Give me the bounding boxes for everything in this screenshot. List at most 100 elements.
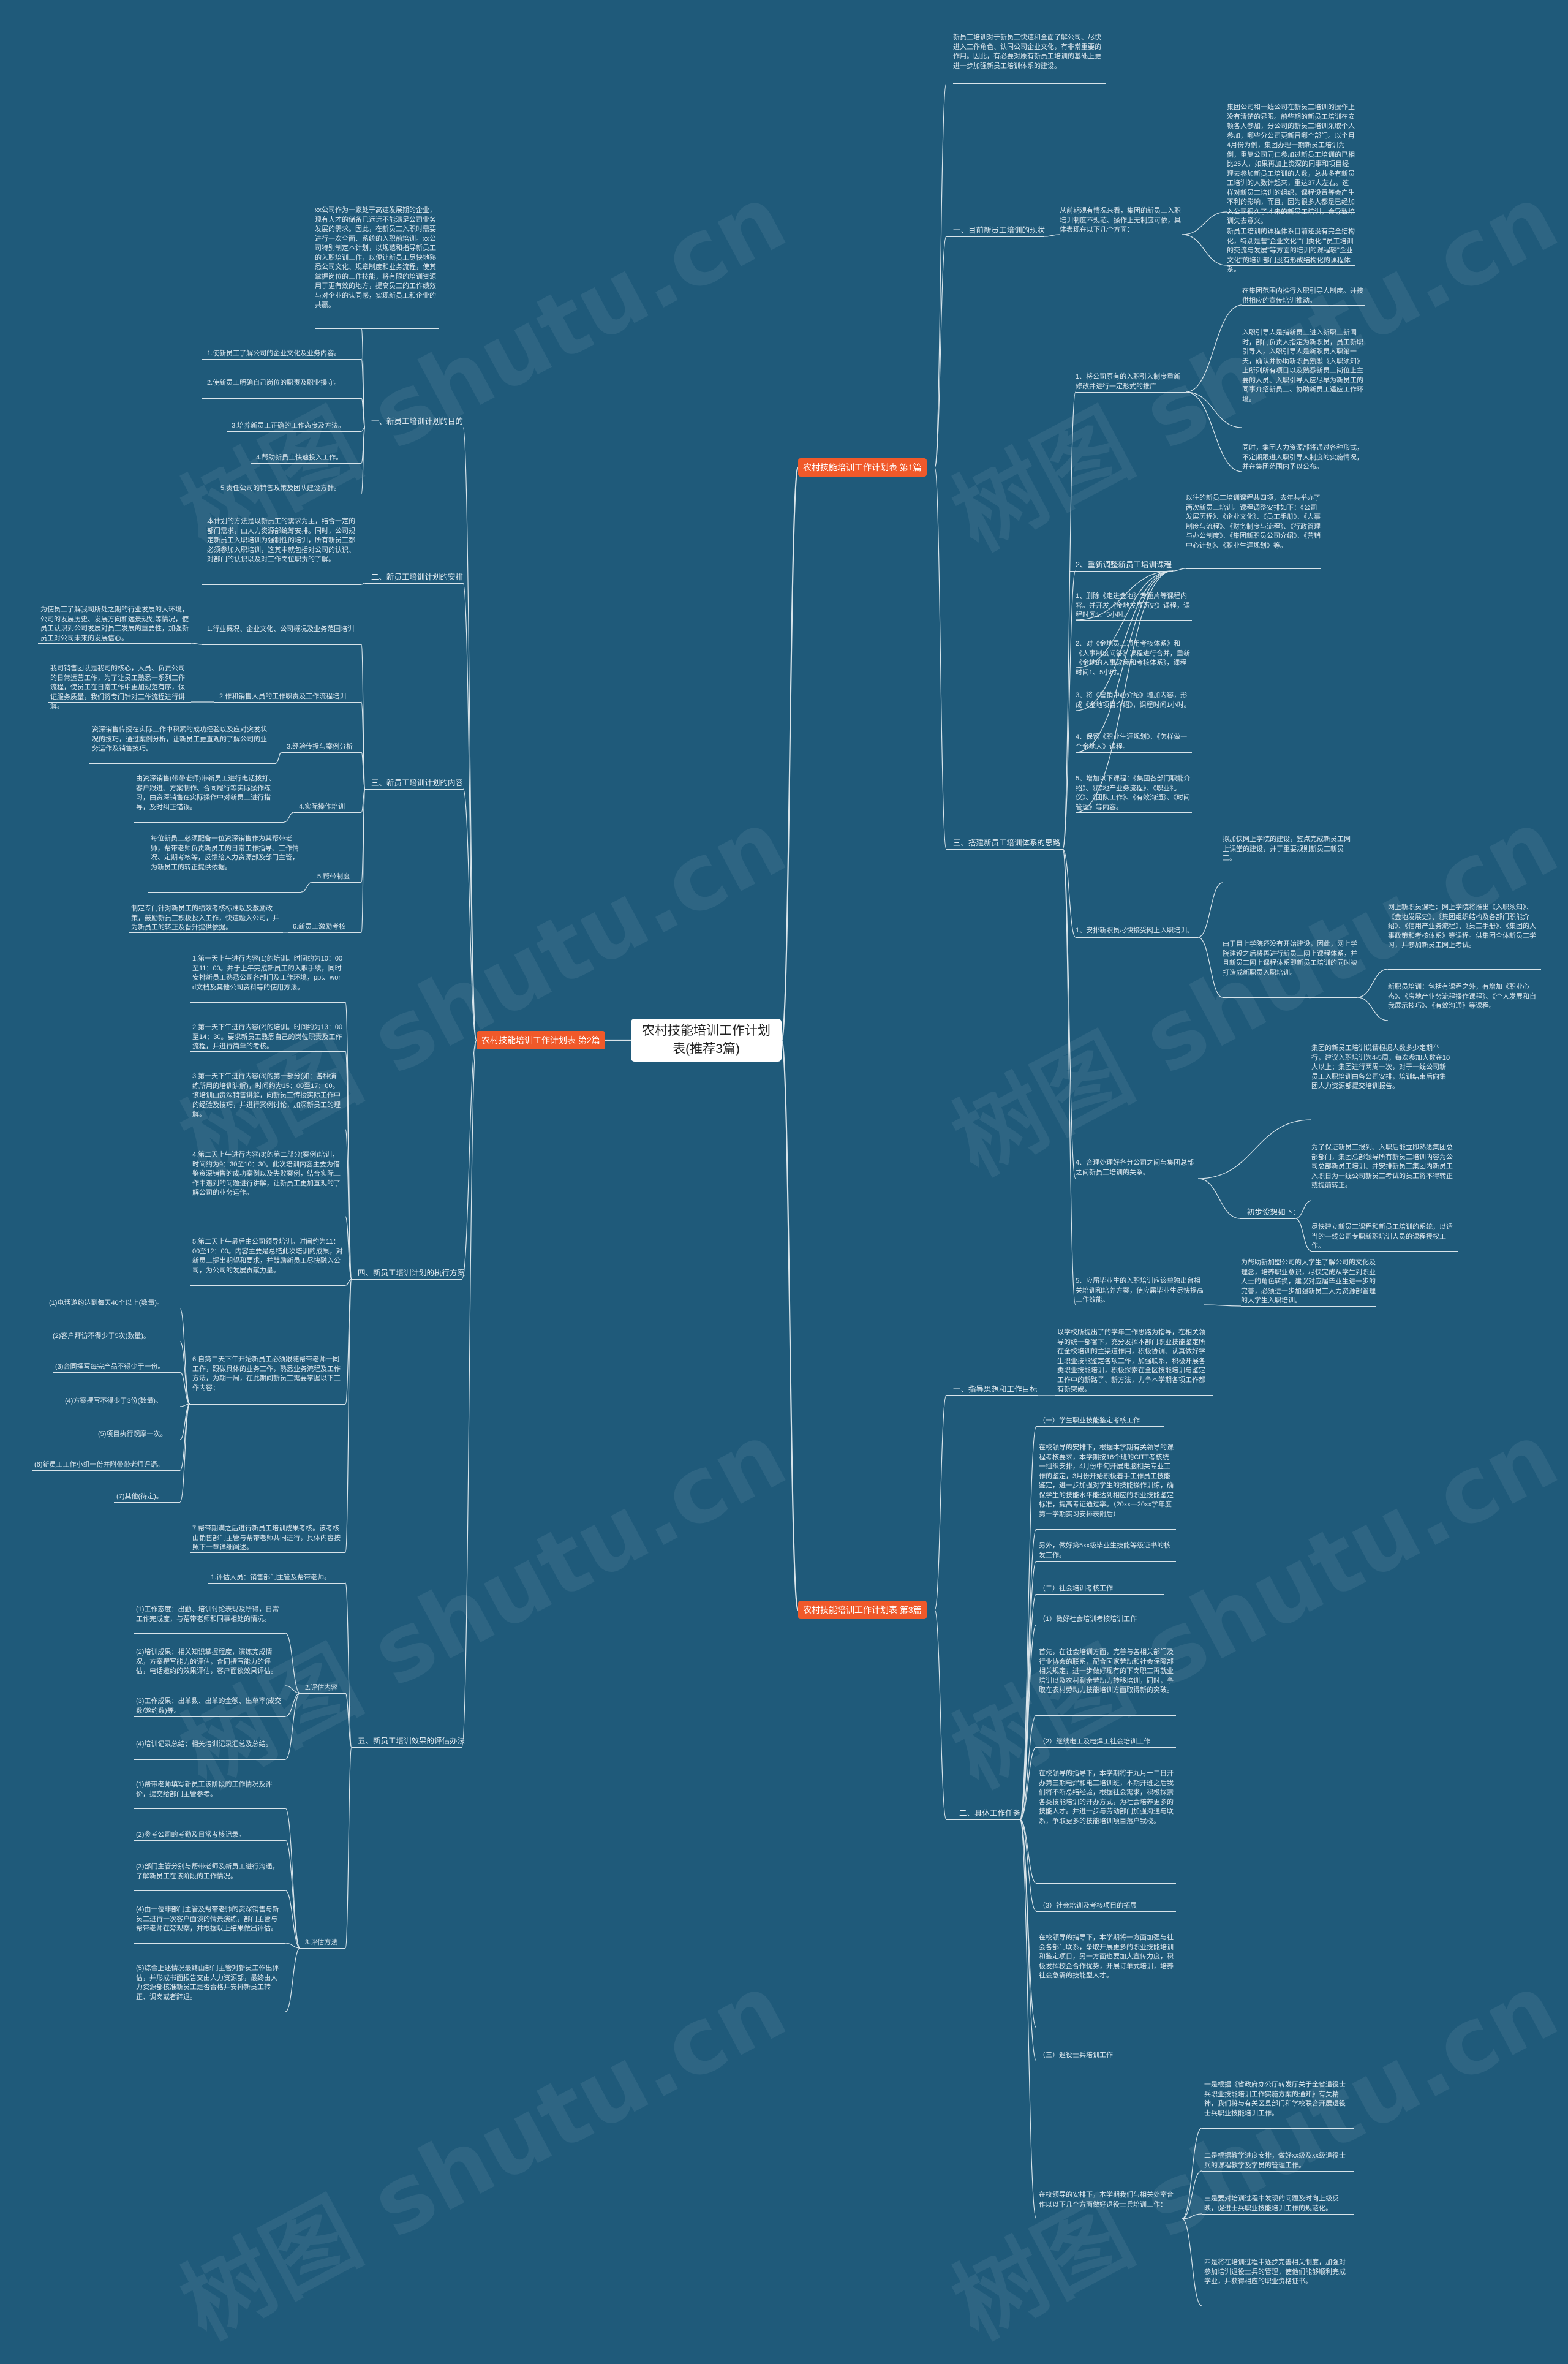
connector <box>285 1890 301 1949</box>
underline <box>288 932 361 933</box>
underline <box>190 1552 345 1553</box>
underline <box>1076 937 1198 938</box>
p2-section-3[interactable]: 三、新员工培训计划的内容 <box>371 779 464 787</box>
underline <box>946 236 1044 237</box>
connector <box>345 1129 352 1280</box>
branch-plan-1[interactable]: 农村技能培训工作计划表 第1篇 <box>798 458 927 477</box>
underline <box>365 583 463 584</box>
p2-section-1[interactable]: 一、新员工培训计划的目的 <box>371 417 464 426</box>
branch-plan-3[interactable]: 农村技能培训工作计划表 第3篇 <box>798 1601 927 1619</box>
p3-section-1[interactable]: 一、指导思想和工作目标 <box>953 1385 1038 1394</box>
p3-s2-4-1: 一是根据《省政府办公厅转发厅关于全省退役士兵职业技能培训工作实施方案的通知》有关… <box>1204 2081 1346 2117</box>
underline <box>352 1279 462 1280</box>
p3-s2-1-a: 在校领导的安排下，根据本学期有关领导的课程考核要求，本学期按16个班的CITT考… <box>1039 1444 1174 1518</box>
p2-s3-5: 5.帮带制度 <box>317 873 350 880</box>
p2-s3-1: 1.行业概况、企业文化、公司概况及业务范围培训 <box>207 625 355 633</box>
p2-s5-2-4: (4)培训记录总结：相关培训记录汇总及总结。 <box>136 1740 273 1748</box>
p1-s3-4-b[interactable]: 初步设想如下： <box>1247 1208 1301 1217</box>
underline <box>202 398 361 399</box>
connector <box>361 644 366 790</box>
p2-s4-6-7: (7)其他(待定)。 <box>116 1493 163 1500</box>
underline <box>1388 969 1541 970</box>
p3-section-2[interactable]: 二、具体工作任务 <box>959 1809 1021 1818</box>
connector <box>1295 1218 1312 1252</box>
p2-s3-2-a: 我司销售团队是我司的核心，人员、负责公司的日常运营工作，为了让员工熟悉一系列工作… <box>50 665 185 710</box>
connector <box>179 1341 190 1405</box>
connector <box>361 788 366 813</box>
connector <box>1062 570 1076 850</box>
p1-s1-a: 集团公司和一线公司在新员工培训的操作上没有清楚的界限。前些期的新员工培训在安顿各… <box>1227 104 1355 225</box>
p2-s3-3-a: 资深销售传授在实际工作中积累的成功经验以及应对突发状况的技巧，通过案例分析，让新… <box>92 726 267 752</box>
underline <box>134 1633 285 1634</box>
connector <box>345 1278 352 1286</box>
underline <box>53 1372 180 1373</box>
p1-s2-1-c: 同时，集团人力资源部将通过各种形式，不定期跟进入职引导人制度的实施情况，并在集团… <box>1242 444 1363 470</box>
p2-s4-1: 1.第一天上午进行内容(1)的培训。时间约为10：00至11：00。并于上午完成… <box>192 955 343 991</box>
p2-intro-text: xx公司作为一家处于高速发展期的企业，现有人才的储备已远远不能满足公司业务发展的… <box>315 206 436 309</box>
p3-s1-text: 以学校所提出了的学年工作思路为指导，在相关领导的统一部署下，充分发挥本部门职业技… <box>1057 1329 1205 1393</box>
p1-s3-5: 5、应届毕业生的入职培训应该单独出台相关培训和培养方案，使应届毕业生尽快提高工作… <box>1076 1277 1204 1304</box>
root-topic[interactable]: 农村技能培训工作计划表(推荐3篇) <box>631 1019 782 1062</box>
connector <box>1019 1819 1037 1912</box>
underline <box>946 849 1063 850</box>
underline <box>1076 620 1192 621</box>
p1-s2-2-5: 5、增加以下课程：《集团各部门职能介绍》、《房地产业务流程》、《职业礼仪》、《团… <box>1076 775 1191 811</box>
connector <box>361 788 366 933</box>
connector <box>345 1278 352 1553</box>
p3-s2-4-4: 四是将在培训过程中逐步完善相关制度，加强对参加培训退役士兵的管理，使他们能够顺利… <box>1204 2259 1346 2285</box>
p1-s3-4-b2: 尽快建立新员工课程和新员工培训的系统，以适当的一线公司专职新职培训人员的课程授权… <box>1311 1223 1453 1250</box>
p1-s2-2-3: 3、将《营销中心介绍》增加内容，形成《金地项目介绍》，课程时间1小时。 <box>1076 692 1191 709</box>
p2-s4-6-5: (5)项目执行观摩一次。 <box>98 1430 167 1438</box>
underline <box>300 1693 345 1694</box>
p2-s3-1-a: 为使员工了解我司所处之期的行业发展的大环境，公司的发展历史、发展方向和远景规划等… <box>40 606 189 642</box>
p2-s5-3: 3.评估方法 <box>305 1939 338 1946</box>
underline <box>1069 571 1173 572</box>
underline <box>134 822 284 823</box>
p3-s2-2: （二）社会培训考核工作 <box>1039 1585 1113 1592</box>
p1-intro-text: 新员工培训对于新员工快速和全面了解公司、尽快进入工作角色、认同公司企业文化，有非… <box>953 34 1101 70</box>
connector <box>179 1403 190 1407</box>
underline <box>1223 997 1357 998</box>
connector <box>275 752 282 764</box>
p1-s3-5-a: 为帮助新加盟公司的大学生了解公司的文化及理念，培养职业意识，尽快完成从学生到职业… <box>1241 1259 1376 1304</box>
underline <box>1202 2171 1354 2172</box>
connector <box>780 466 799 1041</box>
p2-s5-2-2: (2)培训成果：相关知识掌握程度，演练完成情况，方案撰写能力的评估，合同撰写能力… <box>136 1648 277 1675</box>
underline <box>946 1395 1038 1396</box>
p1-s3-4-b1: 为了保证新员工报到、入职后能立即熟悉集团总部部门，集团总部领导所有新员工培训内容… <box>1311 1144 1453 1189</box>
connector <box>285 1840 301 1949</box>
p2-s3-5-a: 每位新员工必须配备一位资深销售作为其帮带老师，帮带老师负责新员工的日常工作指导、… <box>151 835 299 871</box>
p2-section-4[interactable]: 四、新员工培训计划的执行方案 <box>358 1269 466 1277</box>
p2-s1-5: 5.责任公司的销售政策及团队建设方针。 <box>221 485 341 492</box>
p1-s3-1: 1、安排新职员尽快接受网上入职培训。 <box>1076 927 1194 934</box>
p2-s4-4: 4.第二天上午进行内容(3)的第二部分(案例)培训，时间约为9：30至10：30… <box>192 1151 341 1196</box>
underline <box>1186 568 1321 569</box>
p1-s2-2-4: 4、保留《职业生涯规划》、《怎样做一个金地人》课程。 <box>1076 733 1188 750</box>
p1-section-3[interactable]: 三、搭建新员工培训体系的思路 <box>953 839 1061 847</box>
underline <box>38 643 191 644</box>
p2-section-2[interactable]: 二、新员工培训计划的安排 <box>371 573 464 581</box>
underline <box>300 1948 345 1949</box>
p1-s3-1-b: 由于目上学院还没有开始建设，因此，网上学院建设之后将再进行新员工网上课程体系，并… <box>1223 940 1357 976</box>
underline <box>953 83 1106 84</box>
p2-s3-4: 4.实际操作培训 <box>299 803 345 810</box>
connector <box>1172 568 1186 572</box>
underline <box>1036 1715 1176 1716</box>
connector <box>1197 1119 1312 1179</box>
connector <box>934 467 947 850</box>
branch-plan-2[interactable]: 农村技能培训工作计划表 第2篇 <box>477 1031 605 1049</box>
connector <box>361 752 366 790</box>
p1-s2-1: 1、将公司原有的入职引入制度重新修改并进行一定形式的推广 <box>1076 373 1181 390</box>
p2-s1-1: 1.使新员工了解公司的企业文化及业务内容。 <box>207 350 341 357</box>
connector <box>179 1308 190 1405</box>
p2-section-5[interactable]: 五、新员工培训效果的评估办法 <box>358 1737 466 1745</box>
p1-section-1[interactable]: 一、目前新员工培训的现状 <box>953 226 1046 235</box>
connector <box>1019 1819 1037 2219</box>
underline <box>282 752 361 753</box>
underline <box>134 1759 285 1760</box>
p3-s2-3: （3）社会培训及考核项目的拓展 <box>1039 1902 1137 1909</box>
p1-s3-4: 4、合理处理好各分公司之间与集团总部之间新员工培训的关系。 <box>1076 1159 1194 1176</box>
underline <box>1076 392 1186 393</box>
p1-s2-2[interactable]: 2、重新调整新员工培训课程 <box>1076 561 1172 569</box>
p1-s2-1-a: 在集团范围内推行入职引导人制度。并接供相应的宣传培训推动。 <box>1242 287 1363 304</box>
